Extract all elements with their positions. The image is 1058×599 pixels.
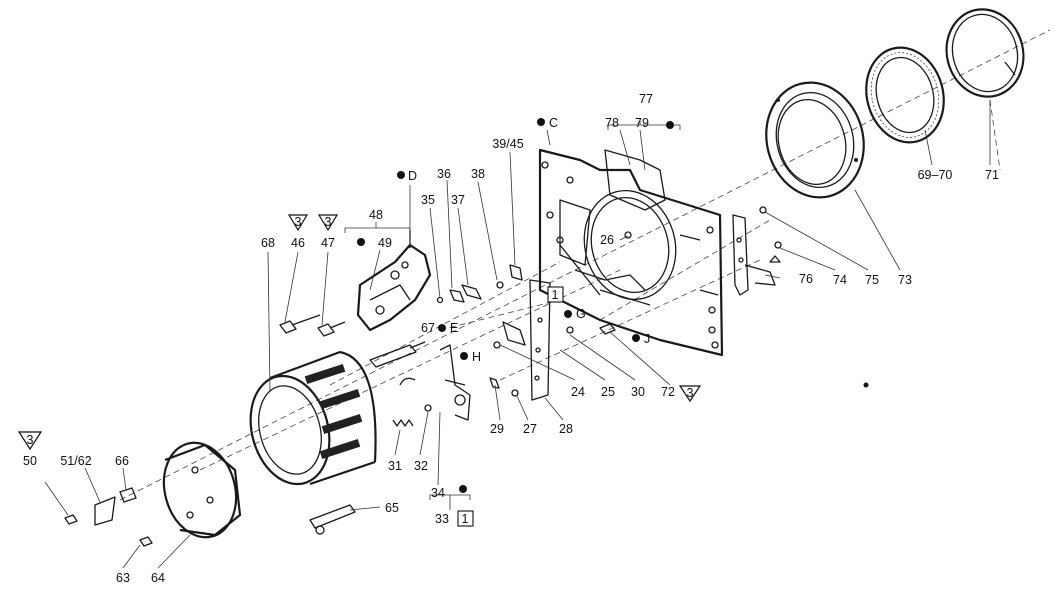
screws-74-75	[759, 206, 782, 263]
label-47: 47	[321, 236, 335, 250]
label-g: G	[576, 307, 586, 321]
warning-triangles: 3 3 3 3	[17, 214, 702, 451]
label-66: 66	[115, 454, 129, 468]
boxed-labels	[457, 286, 564, 527]
triangle-72: 3	[678, 385, 702, 403]
part-76-bracket	[732, 214, 776, 296]
label-h: H	[472, 350, 481, 364]
screws-46-47	[279, 314, 346, 337]
part-labels: 77 78 79 C 39/45 38 37 36 35 D 48 49 46 …	[23, 92, 999, 585]
label-36: 36	[437, 167, 451, 181]
part-64-housing	[162, 441, 242, 539]
label-71: 71	[985, 168, 999, 182]
label-28: 28	[559, 422, 573, 436]
label-39-45: 39/45	[492, 137, 523, 151]
label-38: 38	[471, 167, 485, 181]
small-parts-35-39	[436, 264, 523, 304]
label-65: 65	[385, 501, 399, 515]
label-64: 64	[151, 571, 165, 585]
label-26: 26	[600, 233, 614, 247]
label-67: 67	[421, 321, 435, 335]
part-73-mount-ring	[765, 81, 865, 199]
label-49: 49	[378, 236, 392, 250]
part-68-barrel	[249, 350, 377, 486]
main-plate	[538, 148, 724, 357]
label-c: C	[549, 116, 558, 130]
label-e: E	[450, 321, 458, 335]
label-77: 77	[639, 92, 653, 106]
label-34: 34	[431, 486, 445, 500]
label-d: D	[408, 169, 417, 183]
label-75: 75	[865, 273, 879, 287]
leader-lines	[44, 100, 991, 569]
spring-31	[392, 419, 414, 427]
triangle-label-47: 3	[325, 215, 332, 229]
label-27: 27	[523, 422, 537, 436]
small-parts-29-27	[489, 377, 519, 397]
label-33: 33	[435, 512, 449, 526]
label-63: 63	[116, 571, 130, 585]
label-29: 29	[490, 422, 504, 436]
label-j: J	[644, 332, 650, 346]
part-69-70-ring	[865, 46, 945, 144]
triangle-50: 3	[17, 431, 43, 451]
parts-50-51-66-63	[64, 487, 153, 547]
triangle-label-72: 3	[687, 386, 694, 400]
label-48: 48	[369, 208, 383, 222]
callout-dots	[357, 118, 869, 493]
part-65-pin	[309, 504, 356, 535]
triangle-label-50: 3	[27, 433, 34, 447]
label-24: 24	[571, 385, 585, 399]
label-32: 32	[414, 459, 428, 473]
label-79: 79	[635, 116, 649, 130]
label-boxed-1b: 1	[462, 512, 469, 526]
label-50: 50	[23, 454, 37, 468]
part-71-ring	[945, 8, 1025, 98]
label-51-62: 51/62	[60, 454, 91, 468]
label-78: 78	[605, 116, 619, 130]
label-35: 35	[421, 193, 435, 207]
label-30: 30	[631, 385, 645, 399]
lever-mechanism-34	[399, 344, 471, 421]
label-74: 74	[833, 273, 847, 287]
label-76: 76	[799, 272, 813, 286]
label-69-70: 69–70	[918, 168, 953, 182]
label-31: 31	[388, 459, 402, 473]
triangle-46: 3	[287, 214, 309, 232]
label-73: 73	[898, 273, 912, 287]
label-boxed-1a: 1	[552, 288, 559, 302]
label-72: 72	[661, 385, 675, 399]
label-68: 68	[261, 236, 275, 250]
label-25: 25	[601, 385, 615, 399]
part-48-mechanism	[356, 230, 432, 332]
triangle-label-46: 3	[295, 215, 302, 229]
part-67-shaft	[369, 341, 426, 368]
label-37: 37	[451, 193, 465, 207]
triangle-47: 3	[317, 214, 339, 232]
label-46: 46	[291, 236, 305, 250]
